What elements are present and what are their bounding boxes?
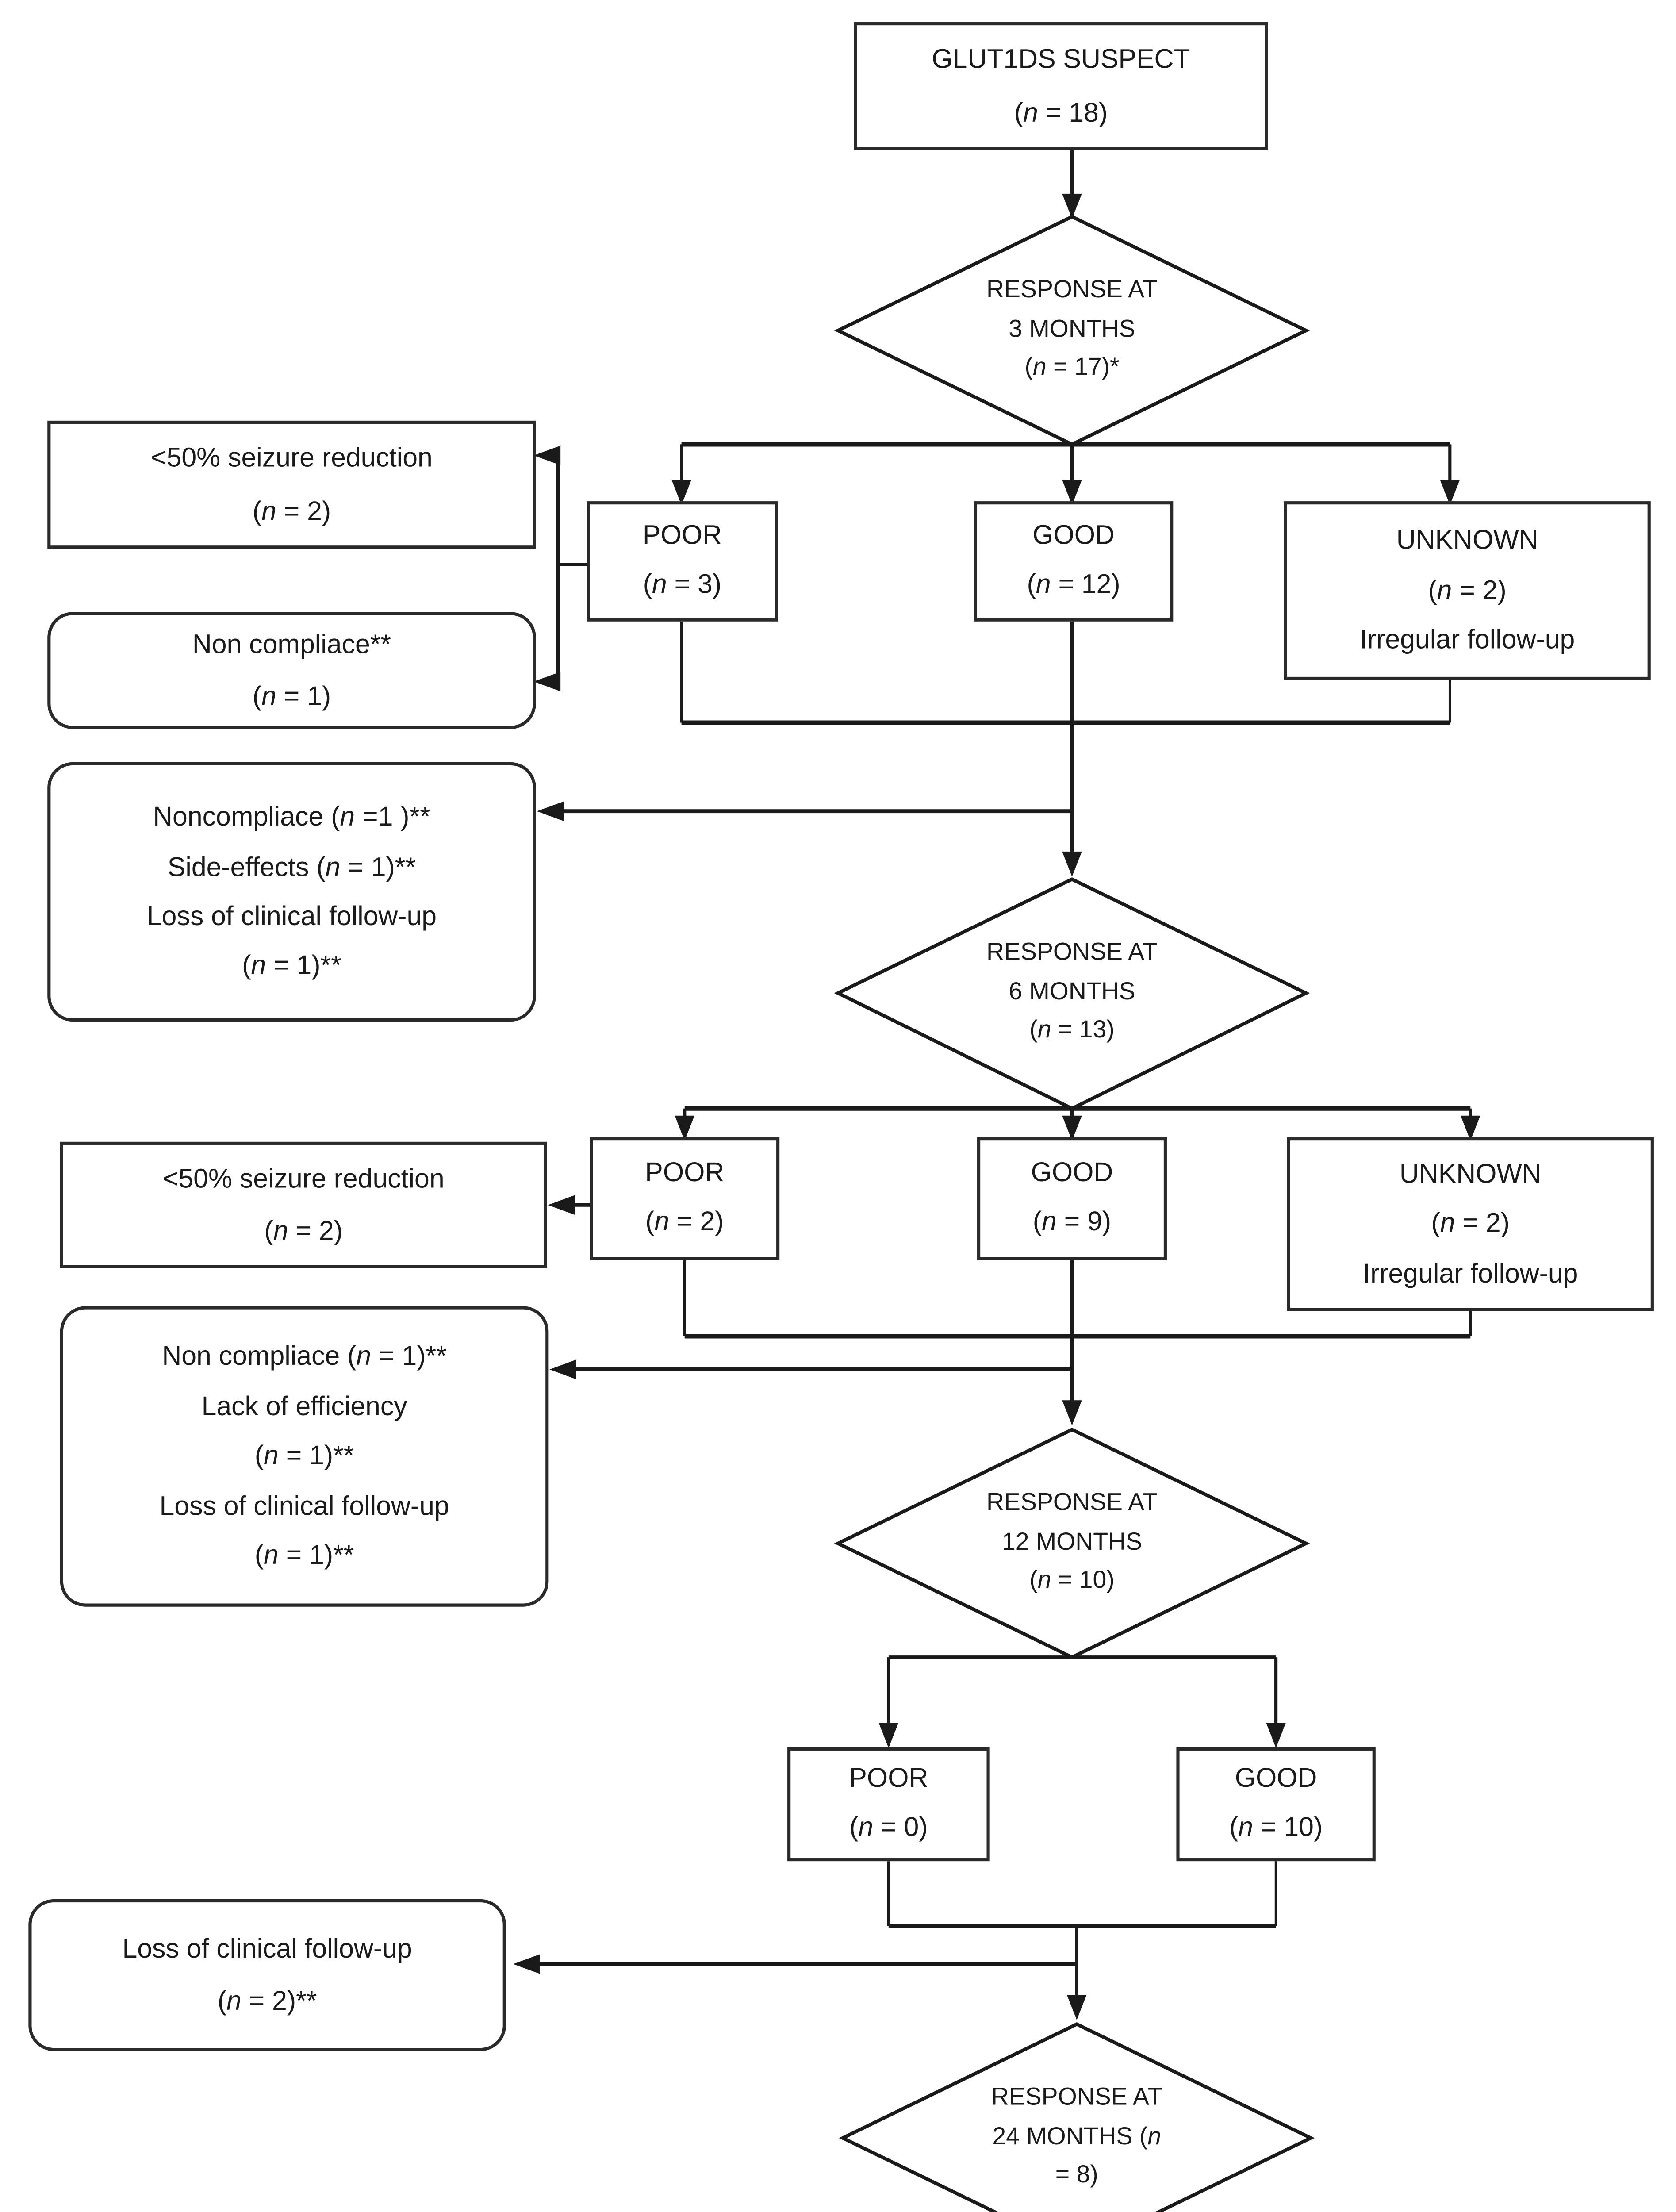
node-label: UNKNOWN	[1396, 525, 1538, 556]
node-line: Loss of clinical follow-up	[146, 901, 437, 932]
node-count: (n = 2)	[645, 1206, 724, 1237]
node-label: Non compliace**	[192, 629, 391, 660]
node-count: (n = 2)**	[217, 1986, 317, 2016]
node-dropout-24m: Loss of clinical follow-up (n = 2)**	[28, 1899, 506, 2051]
node-count: (n = 18)	[1014, 97, 1108, 127]
node-good-6m: GOOD (n = 9)	[977, 1137, 1167, 1260]
node-label: GOOD	[1031, 1158, 1113, 1188]
node-note: Irregular follow-up	[1363, 1258, 1578, 1289]
arrow-down-icon	[675, 1115, 695, 1141]
node-line: Lack of efficiency	[201, 1391, 407, 1421]
node-poor-3m: POOR (n = 3)	[587, 501, 778, 622]
arrow-down-icon	[878, 1723, 899, 1748]
node-line: Noncompliace (n =1 )**	[153, 802, 430, 832]
arrow-down-icon	[1062, 193, 1082, 219]
node-count: (n = 2)	[1431, 1208, 1510, 1239]
node-count: (n = 1)	[252, 681, 331, 712]
arrow-down-icon	[1461, 1115, 1480, 1141]
node-poor-12m: POOR (n = 0)	[787, 1747, 990, 1862]
node-line: (n = 1)**	[254, 1540, 354, 1571]
arrow-down-icon	[671, 480, 691, 505]
node-unknown-6m: UNKNOWN (n = 2) Irregular follow-up	[1287, 1137, 1654, 1311]
arrow-down-icon	[1266, 1723, 1286, 1748]
node-count: (n = 12)	[1027, 569, 1120, 599]
node-seizure-reduction-6m: <50% seizure reduction (n = 2)	[60, 1141, 547, 1268]
node-label: UNKNOWN	[1399, 1159, 1542, 1189]
node-good-12m: GOOD (n = 10)	[1176, 1747, 1376, 1862]
node-dropout-12m: Non compliace (n = 1)** Lack of efficien…	[60, 1306, 549, 1607]
arrow-down-icon	[1440, 480, 1460, 505]
node-good-3m: GOOD (n = 12)	[974, 501, 1174, 622]
node-glut1ds-suspect: GLUT1DS SUSPECT (n = 18)	[854, 22, 1268, 150]
node-noncompliance-3m: Non compliace** (n = 1)	[47, 612, 536, 729]
node-count: (n = 10)	[1229, 1812, 1323, 1843]
arrow-left-icon	[549, 1359, 576, 1379]
arrow-down-icon	[1062, 480, 1082, 505]
node-count: (n = 2)	[252, 495, 331, 526]
arrow-left-icon	[548, 1195, 575, 1215]
decision-diamond-12-months	[834, 1427, 1310, 1659]
node-label: Loss of clinical follow-up	[122, 1934, 412, 1964]
node-dropout-6m: Noncompliace (n =1 )** Side-effects (n =…	[47, 762, 536, 1022]
node-poor-6m: POOR (n = 2)	[590, 1137, 780, 1260]
node-count: (n = 0)	[849, 1812, 928, 1843]
arrow-left-icon	[533, 445, 561, 465]
node-label: POOR	[642, 521, 722, 551]
node-line: Side-effects (n = 1)**	[167, 852, 416, 882]
node-label: GLUT1DS SUSPECT	[932, 45, 1190, 75]
node-label: POOR	[849, 1764, 928, 1794]
node-label: <50% seizure reduction	[151, 443, 433, 474]
node-unknown-3m: UNKNOWN (n = 2) Irregular follow-up	[1284, 501, 1651, 680]
arrow-down-icon	[1066, 1995, 1087, 2020]
node-count: (n = 2)	[264, 1216, 343, 1246]
arrow-down-icon	[1062, 1400, 1082, 1425]
arrow-down-icon	[1062, 1115, 1082, 1141]
decision-diamond-6-months	[834, 877, 1310, 1111]
node-note: Irregular follow-up	[1359, 625, 1575, 655]
arrow-down-icon	[1062, 851, 1082, 877]
arrow-left-icon	[513, 1954, 540, 1974]
node-line: (n = 1)**	[242, 951, 341, 981]
arrow-left-icon	[537, 801, 564, 821]
node-label: POOR	[645, 1158, 725, 1188]
node-label: GOOD	[1235, 1764, 1317, 1794]
node-count: (n = 9)	[1032, 1206, 1112, 1237]
decision-diamond-3-months	[834, 215, 1310, 446]
node-line: (n = 1)**	[254, 1441, 354, 1471]
node-count: (n = 3)	[643, 569, 722, 599]
node-label: <50% seizure reduction	[162, 1164, 445, 1194]
node-seizure-reduction-3m: <50% seizure reduction (n = 2)	[47, 420, 536, 549]
node-count: (n = 2)	[1428, 575, 1507, 606]
arrow-left-icon	[533, 672, 561, 691]
node-line: Non compliace (n = 1)**	[162, 1341, 447, 1372]
node-label: GOOD	[1032, 521, 1115, 551]
node-line: Loss of clinical follow-up	[159, 1490, 449, 1521]
decision-diamond-24-months	[839, 2022, 1315, 2212]
